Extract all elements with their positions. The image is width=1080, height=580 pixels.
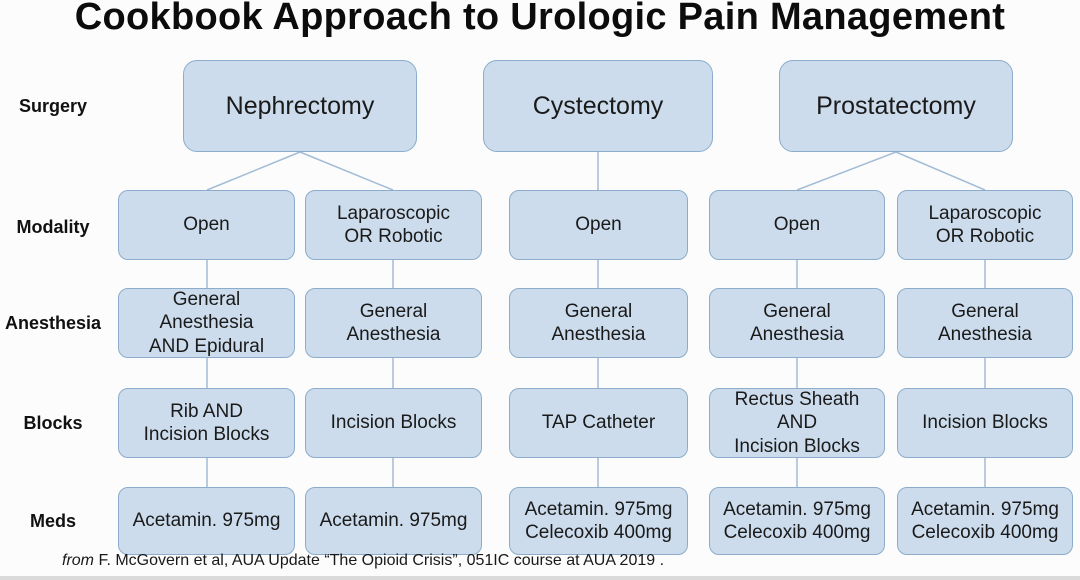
bottom-edge-strip: [0, 576, 1080, 580]
blocks-box-col4: Rectus Sheath AND Incision Blocks: [709, 388, 885, 458]
meds-box-col4: Acetamin. 975mg Celecoxib 400mg: [709, 487, 885, 555]
row-label-anesthesia: Anesthesia: [4, 313, 102, 333]
surgery-box-cystectomy: Cystectomy: [483, 60, 713, 152]
row-label-blocks: Blocks: [23, 413, 83, 433]
meds-box-col1: Acetamin. 975mg: [118, 487, 295, 555]
surgery-box-prostatectomy: Prostatectomy: [779, 60, 1013, 152]
footer-citation-text: F. McGovern et al, AUA Update “The Opioi…: [94, 552, 665, 569]
modality-box-col3: Open: [509, 190, 688, 260]
anesthesia-box-col2: General Anesthesia: [305, 288, 482, 358]
modality-box-col1: Open: [118, 190, 295, 260]
meds-box-col2: Acetamin. 975mg: [305, 487, 482, 555]
blocks-box-col3: TAP Catheter: [509, 388, 688, 458]
row-label-surgery: Surgery: [18, 96, 88, 116]
blocks-box-col2: Incision Blocks: [305, 388, 482, 458]
modality-box-col4: Open: [709, 190, 885, 260]
footer-citation-prefix: from: [62, 552, 94, 569]
meds-box-col5: Acetamin. 975mg Celecoxib 400mg: [897, 487, 1073, 555]
modality-box-col2: Laparoscopic OR Robotic: [305, 190, 482, 260]
footer-citation: from F. McGovern et al, AUA Update “The …: [62, 552, 664, 570]
meds-box-col3: Acetamin. 975mg Celecoxib 400mg: [509, 487, 688, 555]
anesthesia-box-col3: General Anesthesia: [509, 288, 688, 358]
surgery-box-nephrectomy: Nephrectomy: [183, 60, 417, 152]
connector-line: [895, 151, 986, 191]
blocks-box-col1: Rib AND Incision Blocks: [118, 388, 295, 458]
connector-line: [796, 151, 897, 191]
connector-line: [299, 151, 394, 191]
row-label-modality: Modality: [16, 217, 90, 237]
connector-line: [206, 151, 301, 191]
row-label-meds: Meds: [29, 511, 76, 531]
slide-title: Cookbook Approach to Urologic Pain Manag…: [74, 0, 1006, 38]
anesthesia-box-col1: General Anesthesia AND Epidural: [118, 288, 295, 358]
blocks-box-col5: Incision Blocks: [897, 388, 1073, 458]
modality-box-col5: Laparoscopic OR Robotic: [897, 190, 1073, 260]
anesthesia-box-col4: General Anesthesia: [709, 288, 885, 358]
anesthesia-box-col5: General Anesthesia: [897, 288, 1073, 358]
